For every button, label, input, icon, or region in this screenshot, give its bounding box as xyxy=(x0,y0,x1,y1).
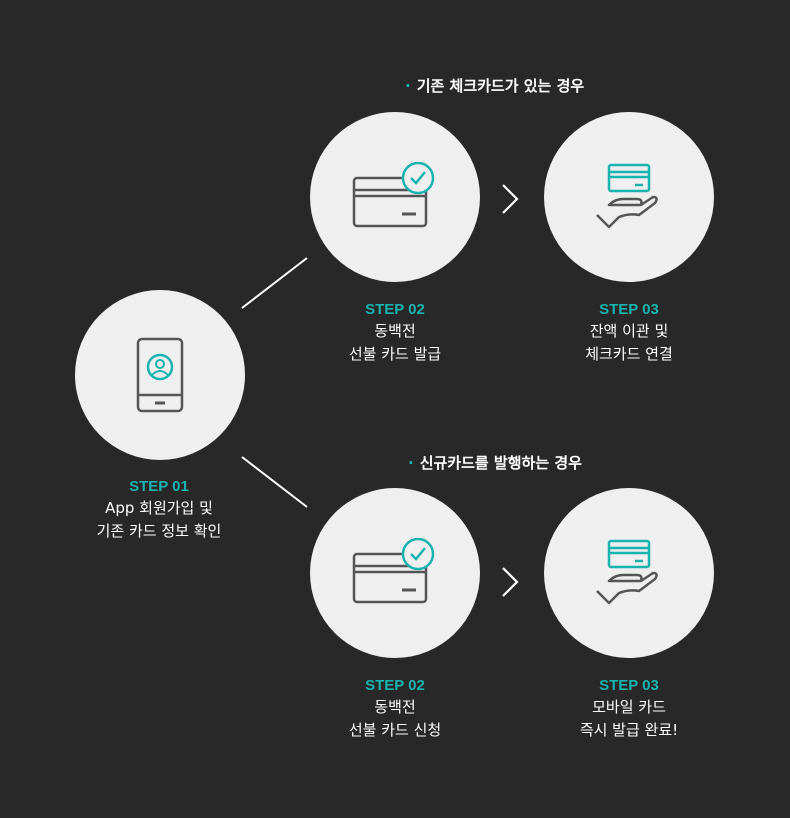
bottom-step02-text: STEP 02 동백전 선불 카드 신청 xyxy=(295,676,495,742)
top-step03-text: STEP 03 잔액 이관 및 체크카드 연결 xyxy=(529,300,729,366)
step01-label: STEP 01 xyxy=(129,478,189,495)
bottom-step02-circle xyxy=(310,488,480,658)
top-step02-circle xyxy=(310,112,480,282)
top-step02-label: STEP 02 xyxy=(365,301,425,318)
step01-circle xyxy=(75,290,245,460)
hand-card-icon xyxy=(596,163,658,229)
top-step03-label: STEP 03 xyxy=(599,301,659,318)
card-check-icon xyxy=(352,162,435,228)
chevron-right-icon xyxy=(502,567,519,597)
bullet-dot: · xyxy=(405,77,411,95)
bottom-step03-label: STEP 03 xyxy=(599,677,659,694)
top-step03-line2: 체크카드 연결 xyxy=(585,345,673,363)
chevron-right-icon xyxy=(502,184,519,214)
bullet-dot: · xyxy=(408,454,414,472)
bottom-branch-title: · 신규카드를 발행하는 경우 xyxy=(408,452,582,473)
smartphone-user-icon xyxy=(136,337,184,413)
hand-card-icon xyxy=(596,539,658,605)
bottom-step03-circle xyxy=(544,488,714,658)
bottom-branch-title-text: 신규카드를 발행하는 경우 xyxy=(419,454,582,472)
top-branch-title: · 기존 체크카드가 있는 경우 xyxy=(405,75,584,96)
card-check-icon xyxy=(352,538,435,604)
top-step02-line2: 선불 카드 발급 xyxy=(348,345,442,363)
bottom-step03-line1: 모바일 카드 xyxy=(592,698,666,716)
step01-line1: App 회원가입 및 xyxy=(105,499,213,517)
step01-line2: 기존 카드 정보 확인 xyxy=(96,522,222,540)
top-step03-circle xyxy=(544,112,714,282)
top-step02-line1: 동백전 xyxy=(374,322,416,340)
bottom-step02-label: STEP 02 xyxy=(365,677,425,694)
top-step02-text: STEP 02 동백전 선불 카드 발급 xyxy=(295,300,495,366)
step01-text: STEP 01 App 회원가입 및 기존 카드 정보 확인 xyxy=(59,477,259,543)
top-step03-line1: 잔액 이관 및 xyxy=(589,322,669,340)
bottom-step03-text: STEP 03 모바일 카드 즉시 발급 완료! xyxy=(529,676,729,742)
top-branch-title-text: 기존 체크카드가 있는 경우 xyxy=(416,77,585,95)
connector-to-bottom xyxy=(241,456,308,508)
connector-to-top xyxy=(241,257,308,309)
bottom-step02-line1: 동백전 xyxy=(374,698,416,716)
bottom-step03-line2: 즉시 발급 완료! xyxy=(579,721,679,739)
bottom-step02-line2: 선불 카드 신청 xyxy=(348,721,442,739)
